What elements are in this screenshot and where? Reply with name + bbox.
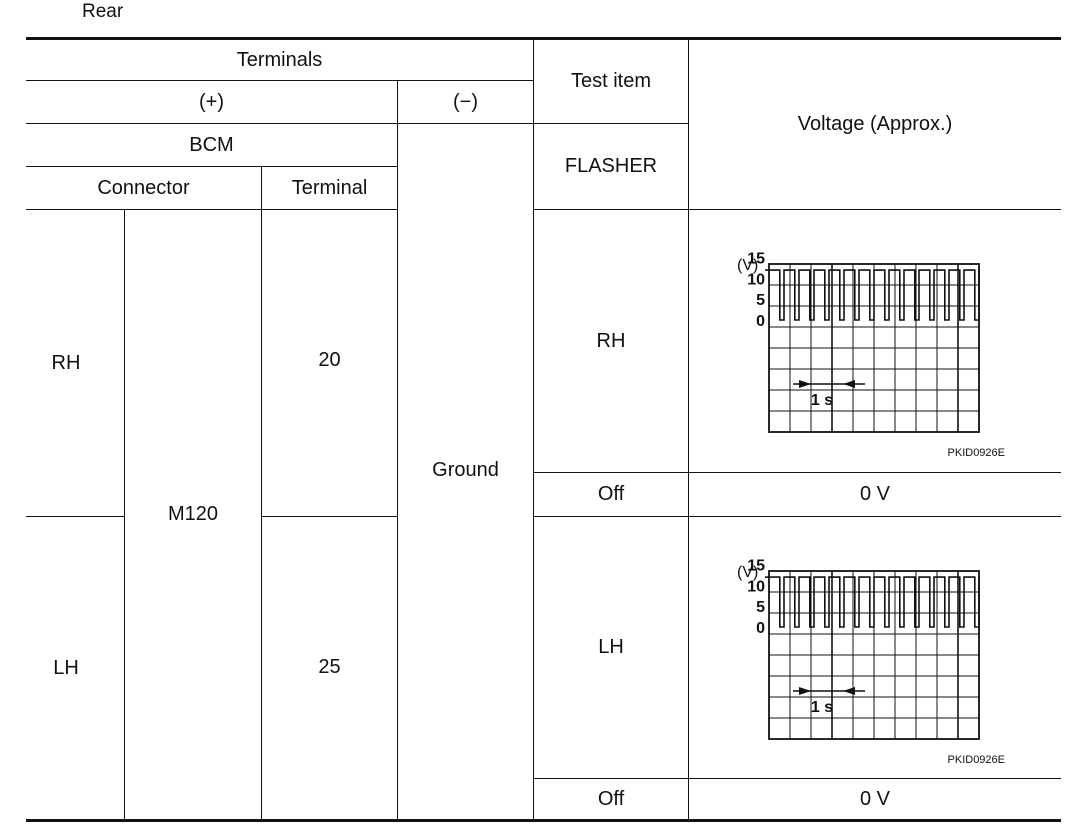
header-minus: (−) [453,90,478,113]
y-tick-label: 0 [756,313,765,330]
header-bcm: BCM [189,133,234,156]
rule [397,80,398,819]
y-tick-label: 5 [756,599,765,616]
header-flasher: FLASHER [564,155,658,177]
rule [26,516,124,517]
header-connector: Connector [97,176,190,199]
terminal-value-rh: 20 [318,348,341,371]
y-tick-label: 15 [747,558,765,575]
axis-unit-label: (V) [737,564,758,581]
figure-code-label: PKID0926E [948,754,1005,766]
rule [26,166,397,167]
terminal-value-lh: 25 [318,655,341,678]
table-top-border [26,37,1061,40]
y-tick-label: 15 [747,251,765,268]
waveform-svg: (V)15 10 5 0 1 s PKID0926E [737,558,1005,766]
rule [533,778,1061,779]
time-scale-label: 1 s [811,392,833,409]
oscilloscope-waveform-rh: (V)15 10 5 0 1 s PKID0926E [730,250,1010,460]
rule [26,123,688,124]
header-plus: (+) [199,90,224,113]
test-item-lh: LH [598,636,624,658]
rule [26,80,533,81]
voltage-off-lh: 0 V [859,787,891,810]
header-terminals: Terminals [236,48,323,71]
time-scale-marker [793,687,865,695]
voltage-off-rh: 0 V [859,483,891,505]
oscilloscope-waveform-lh: (V)15 10 5 0 1 s PKID0926E [730,557,1010,767]
rule [124,209,125,819]
y-tick-label: 10 [747,271,765,288]
ground-value: Ground [432,458,499,481]
section-caption: Rear [82,1,124,22]
side-label-rh: RH [51,351,81,374]
rule [261,166,262,819]
header-test-item: Test item [570,70,652,92]
y-tick-label: 10 [747,578,765,595]
rule [26,209,397,210]
pulse-waveform [769,576,980,628]
rule [533,472,1061,473]
rule [261,516,397,517]
figure-code-label: PKID0926E [948,447,1005,459]
rule [688,38,689,819]
y-tick-label: 0 [756,620,765,637]
rule [533,209,1061,210]
axis-unit-label: (V) [737,257,758,274]
y-tick-label: 5 [756,292,765,309]
table-bottom-border [26,819,1061,822]
header-terminal: Terminal [291,176,368,199]
waveform-svg: (V)15 10 5 0 1 s PKID0926E [737,251,1005,459]
rule [533,38,534,819]
scope-frame [768,570,980,740]
connector-value: M120 [167,503,219,525]
pulse-waveform [769,269,980,321]
side-label-lh: LH [53,656,79,679]
time-scale-label: 1 s [811,699,833,716]
test-item-rh: RH [596,329,626,352]
test-item-off-lh: Off [597,787,625,810]
test-item-off-rh: Off [597,483,625,505]
scope-frame [768,263,980,433]
rule [533,516,1061,517]
time-scale-marker [793,380,865,388]
header-voltage: Voltage (Approx.) [797,113,953,135]
